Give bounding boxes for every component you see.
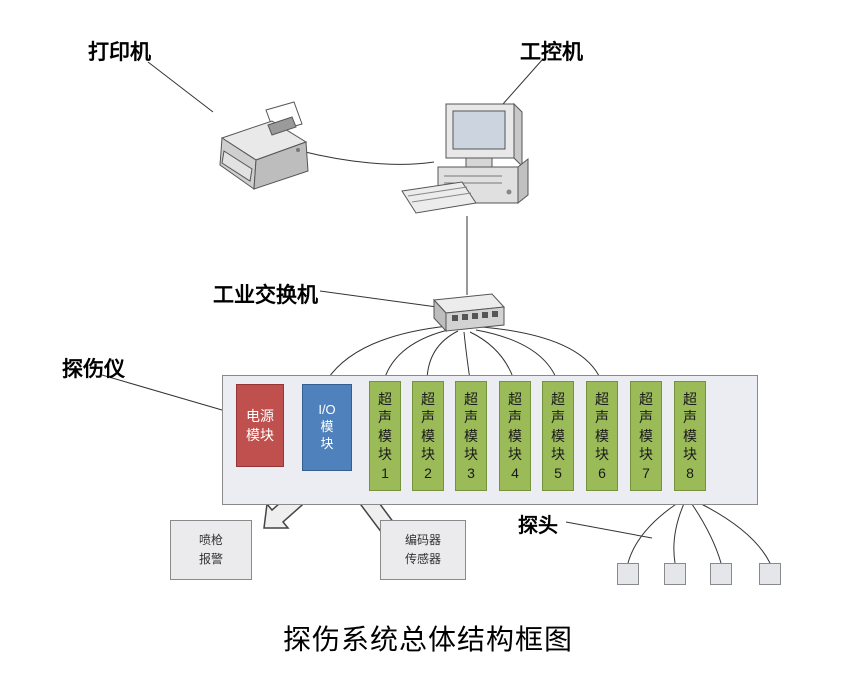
monitor — [445, 103, 515, 159]
power-module: 电源 模块 — [236, 384, 284, 467]
spray-gun-alarm-box: 喷枪 报警 — [170, 520, 252, 580]
switch-left — [433, 298, 447, 333]
probe-square-1 — [617, 563, 639, 585]
ultrasonic-module-8: 超 声 模 块 8 — [674, 381, 706, 491]
printer-front — [219, 137, 257, 190]
printer-paper — [265, 101, 303, 133]
io-module: I/O 模 块 — [302, 384, 352, 471]
probe-pointer-line — [565, 521, 653, 539]
encoder-sensor-box: 编码器 传感器 — [380, 520, 466, 580]
computer-case — [437, 166, 519, 204]
case-side — [517, 157, 529, 205]
monitor-screen — [452, 110, 506, 150]
printer-side — [253, 141, 309, 190]
probe-square-3 — [710, 563, 732, 585]
ultrasonic-module-6: 超 声 模 块 6 — [586, 381, 618, 491]
switch-pointer-line — [319, 290, 438, 308]
probe-square-2 — [664, 563, 686, 585]
probe-label: 探头 — [518, 515, 558, 537]
probe-square-4 — [759, 563, 781, 585]
ultrasonic-module-1: 超 声 模 块 1 — [369, 381, 401, 491]
printer-top — [220, 120, 308, 161]
printer-icon — [219, 101, 309, 190]
computer-icon — [401, 102, 529, 214]
monitor-neck — [465, 157, 493, 168]
ultrasonic-module-7: 超 声 模 块 7 — [630, 381, 662, 491]
computer-pointer-line — [502, 59, 543, 105]
ultrasonic-module-2: 超 声 模 块 2 — [412, 381, 444, 491]
ultrasonic-module-4: 超 声 模 块 4 — [499, 381, 531, 491]
detector-label: 探伤仪 — [62, 358, 125, 381]
printer-slot — [267, 116, 297, 136]
monitor-side — [513, 102, 523, 168]
printer-label: 打印机 — [88, 41, 151, 64]
detector-panel: 电源 模块 I/O 模 块 超 声 模 块 1 超 声 模 块 2 超 声 模 … — [222, 375, 758, 505]
switch-front — [445, 306, 505, 332]
ultrasonic-module-5: 超 声 模 块 5 — [542, 381, 574, 491]
printer-pointer-line — [147, 61, 214, 113]
printer-tray — [221, 150, 253, 182]
diagram-title: 探伤系统总体结构框图 — [282, 624, 573, 655]
switch-top — [432, 293, 506, 314]
switch-icon — [432, 293, 506, 333]
connection-lines — [300, 150, 468, 295]
keyboard — [401, 181, 477, 214]
switch-fan-lines — [326, 325, 602, 381]
ultrasonic-module-3: 超 声 模 块 3 — [455, 381, 487, 491]
switch-label: 工业交换机 — [213, 284, 318, 307]
printer-to-computer-line — [300, 150, 435, 165]
computer-label: 工控机 — [520, 41, 583, 64]
probe-fan-lines — [627, 496, 771, 564]
